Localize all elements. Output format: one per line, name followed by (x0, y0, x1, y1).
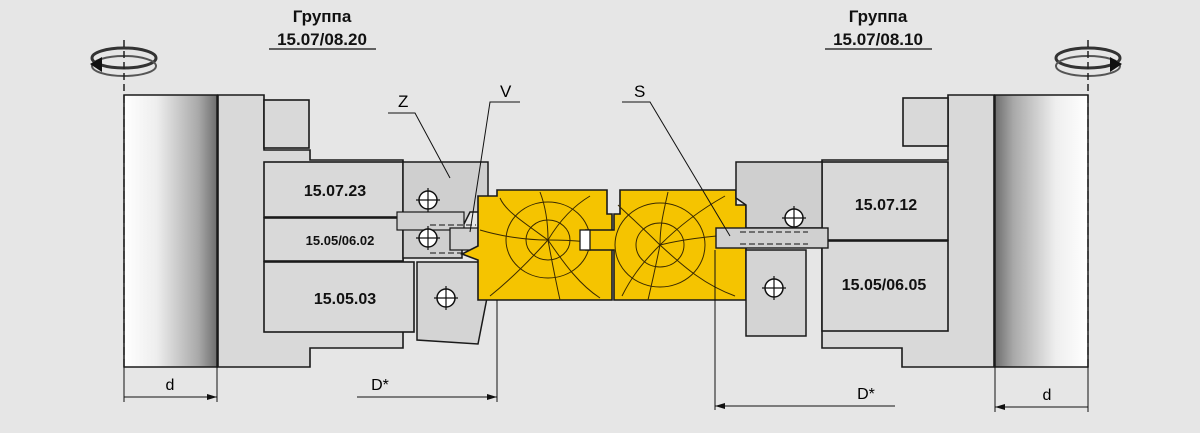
left-shaft (123, 94, 218, 368)
svg-text:V: V (500, 82, 512, 101)
group-label-left: Группа 15.07/08.20 (269, 7, 376, 50)
svg-text:Z: Z (398, 92, 408, 111)
part-label-15-05-06-05: 15.05/06.05 (842, 277, 927, 294)
right-cutter-body (821, 94, 995, 368)
rotation-ccw-icon (90, 40, 158, 95)
right-knife-top (735, 161, 823, 230)
svg-text:D*: D* (857, 386, 875, 403)
part-label-15-05-03: 15.05.03 (314, 291, 376, 308)
group-code-right: 15.07/08.10 (833, 30, 923, 49)
rotation-cw-icon (1054, 40, 1122, 95)
left-cutter-body (217, 94, 415, 368)
right-shaft (994, 94, 1089, 368)
svg-text:D*: D* (371, 377, 389, 394)
label-s: S (622, 82, 731, 237)
left-knife-z (396, 161, 489, 259)
part-label-15-05-06-02: 15.05/06.02 (306, 233, 375, 248)
left-knife-bottom (416, 261, 495, 345)
label-v: V (469, 82, 520, 233)
dimension-d-left: d (123, 367, 218, 402)
dimension-D-right: D* (714, 250, 895, 410)
group-label-right: Группа 15.07/08.10 (825, 7, 932, 50)
svg-text:d: d (1043, 387, 1052, 404)
svg-text:d: d (166, 377, 175, 394)
workpiece-right (579, 189, 747, 301)
label-z: Z (388, 92, 451, 179)
group-title-right: Группа (849, 7, 908, 26)
part-label-15-07-12: 15.07.12 (855, 197, 917, 214)
right-knife-bottom (745, 249, 807, 337)
group-code-left: 15.07/08.20 (277, 30, 367, 49)
svg-text:S: S (634, 82, 645, 101)
right-knife-s (715, 227, 829, 249)
part-label-15-07-23: 15.07.23 (304, 183, 366, 200)
group-title-left: Группа (293, 7, 352, 26)
dimension-d-right: d (994, 367, 1089, 412)
dimension-D-left: D* (357, 300, 498, 402)
